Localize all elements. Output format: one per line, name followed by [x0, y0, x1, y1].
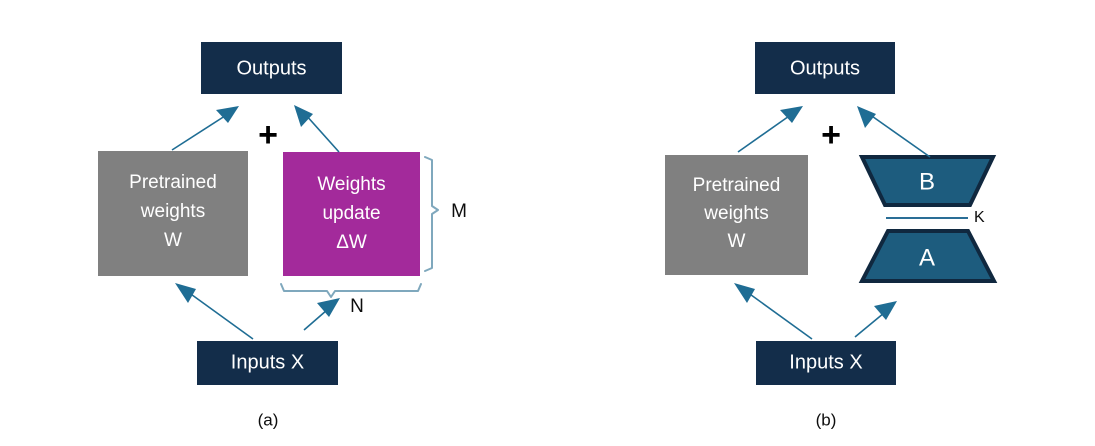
arrow-head	[175, 283, 196, 303]
trapezoid-b-shape	[858, 155, 997, 207]
arrow-head	[317, 298, 340, 317]
arrow-shaft	[304, 113, 340, 153]
arrow-shaft	[737, 113, 793, 153]
pretrained-weights-line2: weights	[140, 201, 205, 222]
pretrained-weights-shape	[98, 151, 248, 276]
panel-b-trapezoid-a: A	[858, 229, 998, 283]
pretrained-weights-line2: weights	[703, 203, 768, 224]
panel-a-plus-sign: +	[258, 116, 278, 154]
arrow-shaft	[171, 113, 229, 151]
brace-m-shape	[424, 156, 439, 272]
pretrained-weights-shape	[665, 155, 808, 275]
panel-a-weights-update-box: Weights update ΔW	[283, 152, 420, 276]
arrow-head	[780, 106, 803, 123]
weights-update-line1: Weights	[317, 174, 385, 195]
panel-b-plus-sign: +	[821, 116, 841, 154]
weights-update-shape	[283, 152, 420, 276]
panel-b-inputs-box: Inputs X	[756, 341, 896, 385]
trapezoid-a-shape	[858, 229, 998, 283]
inputs-label: Inputs X	[789, 351, 862, 373]
outputs-box-shape	[755, 42, 895, 94]
brace-n-shape	[280, 283, 422, 298]
panel-a-pretrained-weights-box: Pretrained weights W	[98, 151, 248, 276]
panel-a-arrow-inputs-to-update	[303, 298, 340, 331]
panel-a-arrow-update-to-outputs	[294, 105, 340, 153]
pretrained-weights-line1: Pretrained	[693, 175, 781, 196]
panel-b-caption: (b)	[816, 410, 837, 429]
panel-a: Outputs Pretrained weights W Weights upd…	[98, 42, 467, 429]
inputs-box-shape	[756, 341, 896, 385]
arrow-head	[294, 105, 313, 127]
inputs-label: Inputs X	[231, 351, 304, 373]
panel-b-arrow-pretrained-to-outputs	[737, 106, 803, 153]
weights-update-line2: update	[322, 203, 380, 224]
panel-a-arrow-pretrained-to-outputs	[171, 106, 239, 151]
panel-b: Outputs Pretrained weights W B K A Input…	[665, 42, 998, 429]
arrow-shaft	[746, 291, 813, 340]
dimension-k-label: K	[974, 209, 985, 226]
panel-b-arrow-b-to-outputs	[857, 106, 931, 158]
arrow-shaft	[854, 312, 885, 338]
arrow-shaft	[868, 113, 931, 158]
arrow-head	[874, 301, 897, 320]
weights-update-line3: ΔW	[336, 232, 367, 253]
panel-b-outputs-box: Outputs	[755, 42, 895, 94]
arrow-head	[857, 106, 876, 128]
panel-a-outputs-box: Outputs	[201, 42, 342, 94]
arrow-head	[734, 283, 755, 303]
pretrained-weights-line3: W	[164, 230, 182, 251]
panel-a-arrow-inputs-to-pretrained	[175, 283, 254, 340]
dimension-m-label: M	[451, 201, 467, 222]
outputs-label: Outputs	[236, 57, 306, 79]
pretrained-weights-line3: W	[728, 231, 746, 252]
arrow-shaft	[303, 309, 328, 331]
dimension-n-label: N	[350, 296, 364, 317]
inputs-box-shape	[197, 341, 338, 385]
panel-a-inputs-box: Inputs X	[197, 341, 338, 385]
arrow-head	[216, 106, 239, 123]
panel-a-dimension-m: M	[424, 156, 467, 272]
outputs-label: Outputs	[790, 57, 860, 79]
trapezoid-a-label: A	[919, 244, 935, 271]
panel-b-arrow-inputs-to-a	[854, 301, 897, 338]
outputs-box-shape	[201, 42, 342, 94]
arrow-shaft	[187, 291, 254, 340]
panel-b-trapezoid-b: B	[858, 155, 997, 207]
panel-b-arrow-inputs-to-pretrained	[734, 283, 813, 340]
panel-a-dimension-n: N	[280, 283, 422, 317]
panel-b-pretrained-weights-box: Pretrained weights W	[665, 155, 808, 275]
trapezoid-b-label: B	[919, 168, 935, 195]
pretrained-weights-line1: Pretrained	[129, 172, 217, 193]
panel-a-caption: (a)	[258, 410, 279, 429]
panel-b-dimension-k: K	[886, 209, 985, 226]
